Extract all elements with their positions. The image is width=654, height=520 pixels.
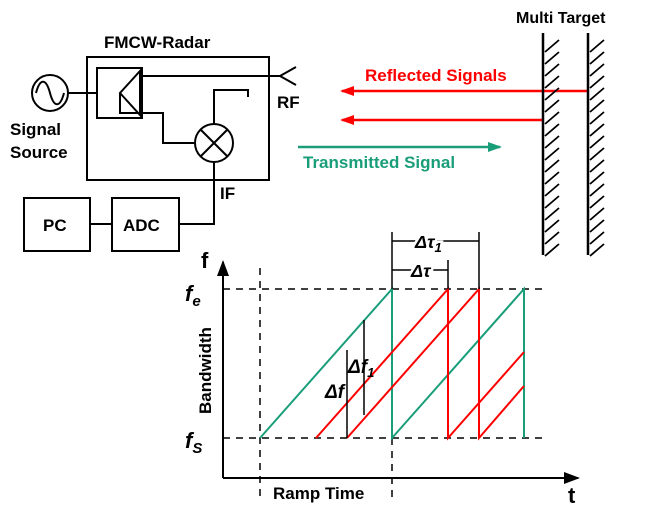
antenna-icon bbox=[279, 66, 297, 86]
hatch-mark bbox=[589, 39, 605, 53]
hatch-mark bbox=[589, 99, 605, 113]
hatch-mark bbox=[589, 183, 605, 197]
rx-line bbox=[213, 89, 249, 124]
hatch-mark bbox=[589, 171, 605, 185]
y-axis-symbol: f bbox=[201, 248, 209, 273]
target-hatch-2 bbox=[589, 39, 605, 257]
signal-source-label: Signal Source bbox=[10, 120, 68, 162]
hatch-mark bbox=[544, 159, 560, 173]
hatch-mark bbox=[544, 75, 560, 89]
hatch-mark bbox=[544, 183, 560, 197]
hatch-mark bbox=[589, 63, 605, 77]
reflected-signals-label: Reflected Signals bbox=[365, 66, 507, 85]
hatch-mark bbox=[544, 195, 560, 209]
hatch-mark bbox=[544, 219, 560, 233]
hatch-mark bbox=[544, 147, 560, 161]
hatch-mark bbox=[544, 135, 560, 149]
multi-target-label: Multi Target bbox=[516, 10, 606, 27]
fe-label: fe bbox=[185, 281, 201, 310]
fs-label: fS bbox=[185, 428, 202, 457]
radar-block: FMCW-Radar RF IF Signal Source PC bbox=[10, 33, 300, 252]
hatch-mark bbox=[544, 111, 560, 125]
target-hatch-1 bbox=[544, 39, 560, 257]
ramp-time-label: Ramp Time bbox=[273, 484, 364, 503]
hatch-mark bbox=[544, 63, 560, 77]
radar-title: FMCW-Radar bbox=[104, 33, 211, 52]
delta-f-label: Δf bbox=[324, 382, 346, 403]
delta-f1-label: Δf1 bbox=[347, 357, 374, 380]
pc-label: PC bbox=[43, 216, 67, 235]
hatch-mark bbox=[589, 219, 605, 233]
hatch-mark bbox=[544, 99, 560, 113]
mixer-cross-icon bbox=[200, 129, 228, 157]
multi-target: Multi Target bbox=[516, 10, 606, 257]
delta-tau1-label: Δτ1 bbox=[414, 232, 442, 255]
sine-wave-icon bbox=[35, 80, 65, 106]
hatch-mark bbox=[544, 87, 560, 101]
signals-group: Reflected Signals Transmitted Signal bbox=[298, 66, 588, 172]
hatch-mark bbox=[544, 171, 560, 185]
hatch-mark bbox=[544, 243, 560, 257]
delta-tau-label: Δτ bbox=[410, 261, 432, 281]
frequency-time-plot: f t Bandwidth fe fS Ramp Time Δf Δf1 Δτ … bbox=[185, 230, 580, 508]
radar-box bbox=[86, 56, 270, 181]
reflected-ramp-2 bbox=[346, 286, 525, 441]
reflected-ramp-1 bbox=[315, 286, 525, 441]
rf-label: RF bbox=[277, 93, 300, 112]
hatch-mark bbox=[589, 159, 605, 173]
hatch-mark bbox=[589, 123, 605, 137]
lo-line bbox=[119, 93, 195, 144]
hatch-mark bbox=[544, 123, 560, 137]
hatch-mark bbox=[589, 147, 605, 161]
hatch-mark bbox=[589, 243, 605, 257]
hatch-mark bbox=[589, 135, 605, 149]
if-line bbox=[179, 162, 215, 225]
if-label: IF bbox=[220, 184, 235, 203]
x-axis-symbol: t bbox=[568, 483, 576, 508]
hatch-mark bbox=[589, 87, 605, 101]
adc-label: ADC bbox=[123, 216, 160, 235]
hatch-mark bbox=[589, 111, 605, 125]
hatch-mark bbox=[544, 39, 560, 53]
y-axis-label: Bandwidth bbox=[196, 327, 215, 414]
adc-box bbox=[111, 197, 180, 252]
hatch-mark bbox=[544, 231, 560, 245]
hatch-mark bbox=[589, 75, 605, 89]
hatch-mark bbox=[589, 207, 605, 221]
hatch-mark bbox=[589, 195, 605, 209]
hatch-mark bbox=[544, 51, 560, 65]
transmitted-signal-label: Transmitted Signal bbox=[303, 153, 455, 172]
hatch-mark bbox=[589, 51, 605, 65]
amplifier-triangle-icon bbox=[118, 68, 141, 118]
hatch-mark bbox=[544, 207, 560, 221]
hatch-mark bbox=[589, 231, 605, 245]
transmitted-ramp bbox=[259, 286, 525, 441]
